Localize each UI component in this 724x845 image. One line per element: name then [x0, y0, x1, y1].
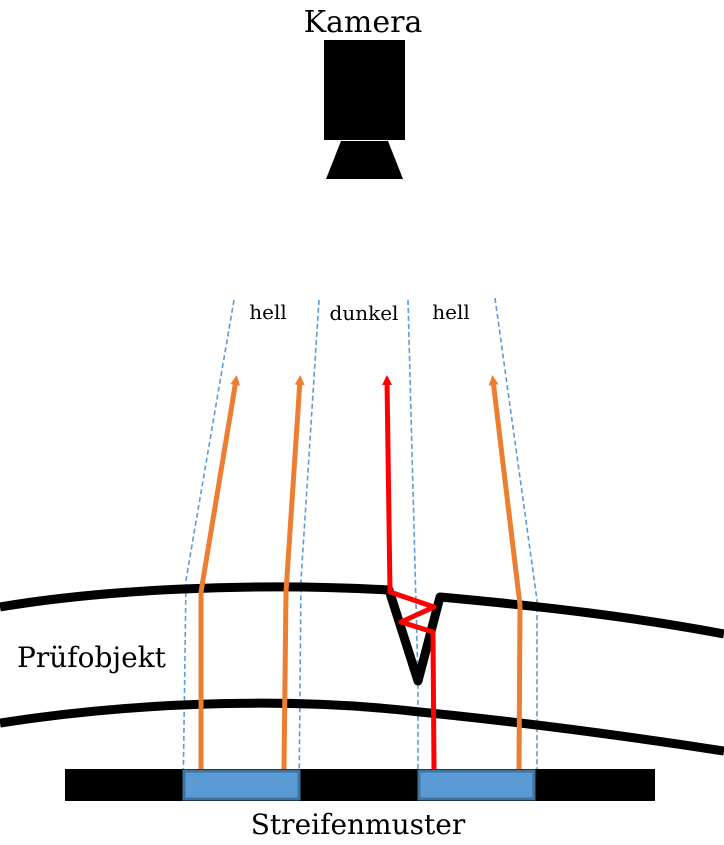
ray-orange-2 [281, 375, 305, 770]
guide-line-4 [494, 297, 538, 800]
guide-line-2 [298, 299, 320, 801]
rays-normal [198, 375, 523, 770]
ray-orange-1 [198, 375, 241, 769]
guide-lines [182, 297, 538, 801]
camera-icon [324, 40, 405, 179]
zone-label-right: hell [432, 300, 470, 324]
zone-label-left: hell [249, 300, 287, 324]
object-lower-surface [0, 698, 724, 756]
camera-body [324, 40, 405, 140]
stripe-dark-bar [65, 769, 655, 801]
pattern-label: Streifenmuster [251, 808, 466, 841]
zone-label-middle: dunkel [330, 301, 399, 325]
stripe-light-2 [417, 769, 536, 801]
object-label: Prüfobjekt [17, 641, 167, 674]
guide-line-3 [407, 299, 419, 800]
ray-orange-3 [488, 375, 523, 770]
ray-red-defect [382, 375, 437, 770]
stripe-light-1 [182, 769, 301, 801]
stripe-pattern [65, 769, 655, 801]
guide-line-1 [182, 299, 235, 801]
camera-label: Kamera [304, 5, 423, 40]
camera-lens [326, 141, 403, 179]
